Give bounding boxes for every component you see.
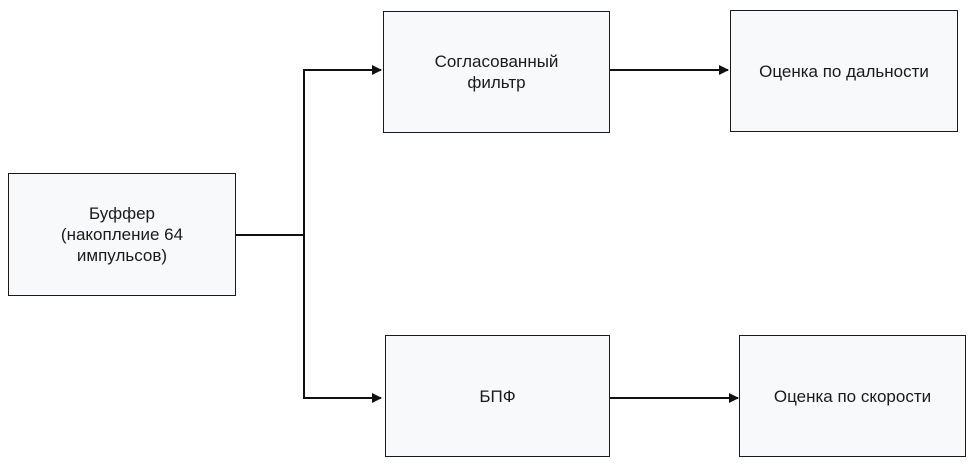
- velocity-estimate-label: Оценка по скорости: [773, 386, 932, 406]
- fft-block: БПФ: [385, 335, 610, 457]
- range-estimate-block: Оценка по дальности: [730, 10, 958, 132]
- velocity-estimate-block: Оценка по скорости: [739, 335, 966, 457]
- matched-filter-block: Согласованный фильтр: [383, 11, 610, 133]
- fft-label: БПФ: [479, 386, 516, 406]
- connector-buffer-to-fft: [303, 235, 382, 403]
- buffer-block: Буффер (накопление 64 импульсов): [8, 173, 236, 296]
- buffer-label: Буффер (накопление 64 импульсов): [60, 204, 184, 265]
- range-estimate-label: Оценка по дальности: [759, 61, 929, 81]
- connector-buffer-to-matched-filter: [303, 65, 382, 235]
- matched-filter-label: Согласованный фильтр: [434, 52, 559, 92]
